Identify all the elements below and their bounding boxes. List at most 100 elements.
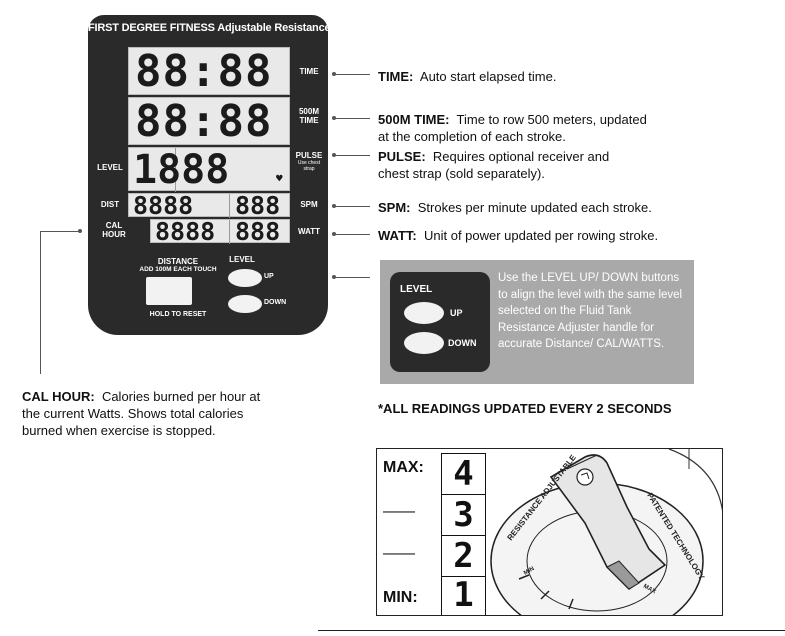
leader-dot [332,153,336,157]
annotation-time-desc: Auto start elapsed time. [419,69,557,84]
label-pulse-note1: Use chest [297,160,321,166]
label-spm: SPM [300,200,318,209]
annotation-cal-hour-line1: Calories burned per hour at [101,389,261,404]
annotation-pulse-desc2: chest strap (sold separately). [378,166,545,181]
inset-down-button[interactable] [404,332,444,354]
dial-dash-1: —— [383,503,415,520]
dial-digit-box-1: 1 [441,575,486,615]
console-brand: FIRST DEGREE FITNESS Adjustable Resistan… [88,22,331,34]
leader-cal-hour-h [40,231,80,232]
annotation-pulse-desc1: Requires optional receiver and [432,149,610,164]
tank-edge [668,449,722,512]
annotation-cal-hour: CAL HOUR: Calories burned per hour at th… [22,388,260,439]
lcd-500m-value: 88:88 [135,96,273,147]
leader-dot [332,204,336,208]
label-pulse: PULSE Use chest strap [292,151,326,172]
inset-level-panel: LEVEL UP DOWN [390,272,490,372]
level-up-button[interactable] [228,269,262,287]
label-500m-time: 500M TIME [292,107,326,125]
readings-note: *ALL READINGS UPDATED EVERY 2 SECONDS [378,401,672,416]
dial-digit-4: 4 [453,454,474,494]
label-hour: HOUR [102,230,126,239]
level-inset: LEVEL UP DOWN Use the LEVEL UP/ DOWN but… [380,260,694,384]
annotation-500m-desc1: Time to row 500 meters, updated [456,112,647,127]
dial-min-mark: MIN [523,566,536,577]
lcd-divider [175,148,176,192]
annotation-time-term: TIME: [378,69,414,84]
heart-icon: ♥ [276,172,283,185]
inset-up-button[interactable] [404,302,444,324]
label-time: TIME [299,67,319,76]
lcd-spm-value: 888 [235,191,281,220]
distance-label: DISTANCE [157,257,199,266]
annotation-pulse: PULSE: Requires optional receiver and ch… [378,148,609,182]
knob-tip [606,560,640,590]
knob-ridge [566,454,598,470]
distance-sub-label: ADD 100M EACH TOUCH [139,266,217,273]
label-500m-line1: 500M [298,107,319,116]
distance-button[interactable] [146,277,192,305]
down-label: DOWN [264,299,287,306]
level-control-label: LEVEL [229,255,255,264]
dial-tick [540,590,550,600]
annotation-spm-term: SPM: [378,200,411,215]
lcd-divider [229,194,230,218]
dial-tick [518,574,530,580]
annotation-500m-desc2: at the completion of each stroke. [378,129,566,144]
lcd-pulse-window: 1888 ♥ [128,147,290,193]
label-pulse-note2: strap [303,166,315,172]
leader-dot [332,232,336,236]
lcd-cal-window: 8888 888 [150,217,290,246]
annotation-cal-hour-line3: burned when exercise is stopped. [22,423,216,438]
dial-digit-3: 3 [453,495,474,535]
leader-dot [332,116,336,120]
leader-500m [334,118,370,119]
knob-logo [580,472,590,480]
knob-cap [576,468,594,486]
up-label: UP [264,273,274,280]
label-cal-hour: CAL HOUR [94,221,134,239]
annotation-watt: WATT: Unit of power updated per rowing s… [378,227,658,244]
leader-dot [332,72,336,76]
leader-dot [332,275,336,279]
leader-time [334,74,370,75]
label-pulse-text: PULSE [295,151,323,160]
dial-max-mark: MAX [642,584,657,596]
monitor-console: FIRST DEGREE FITNESS Adjustable Resistan… [88,15,331,335]
leader-watt [334,234,370,235]
annotation-spm: SPM: Strokes per minute updated each str… [378,199,652,216]
annotation-spm-desc: Strokes per minute updated each stroke. [417,200,652,215]
bottom-rule [318,630,785,631]
dial-digit-box-2: 2 [441,535,486,577]
inset-level-label: LEVEL [400,284,433,295]
hold-reset-label: HOLD TO RESET [149,311,207,318]
lcd-time-window: 88:88 [128,46,290,97]
lcd-cal-value: 8888 [155,217,216,246]
lcd-500m-window: 88:88 [128,96,290,147]
lcd-divider [229,220,230,244]
resistance-dial-figure: MAX: —— —— MIN: 4 3 2 1 RESISTANCE ADJUS… [376,448,723,616]
dial-max-label: MAX: [383,459,424,476]
leader-level [334,277,370,278]
label-cal: CAL [105,221,123,230]
label-500m-line2: TIME [299,116,319,125]
annotation-500m-term: 500M TIME: [378,112,450,127]
inset-down-label: DOWN [448,338,477,348]
lcd-dist-value: 8888 [133,191,194,220]
dial-tick [568,598,574,610]
dial-dash-2: —— [383,545,415,562]
dial-digit-2: 2 [453,536,474,576]
level-down-button[interactable] [228,295,262,313]
annotation-watt-term: WATT: [378,228,417,243]
annotation-cal-hour-line2: the current Watts. Shows total calories [22,406,244,421]
dial-digit-box-4: 4 [441,453,486,495]
leader-pulse [334,155,370,156]
label-level: LEVEL [97,163,123,172]
annotation-500m: 500M TIME: Time to row 500 meters, updat… [378,111,647,145]
leader-spm [334,206,370,207]
inset-instructions: Use the LEVEL UP/ DOWN buttons to align … [498,272,683,350]
annotation-time: TIME: Auto start elapsed time. [378,68,556,85]
label-watt: WATT [297,227,321,236]
leader-cal-hour-v [40,231,41,374]
lcd-watt-value: 888 [235,217,281,246]
